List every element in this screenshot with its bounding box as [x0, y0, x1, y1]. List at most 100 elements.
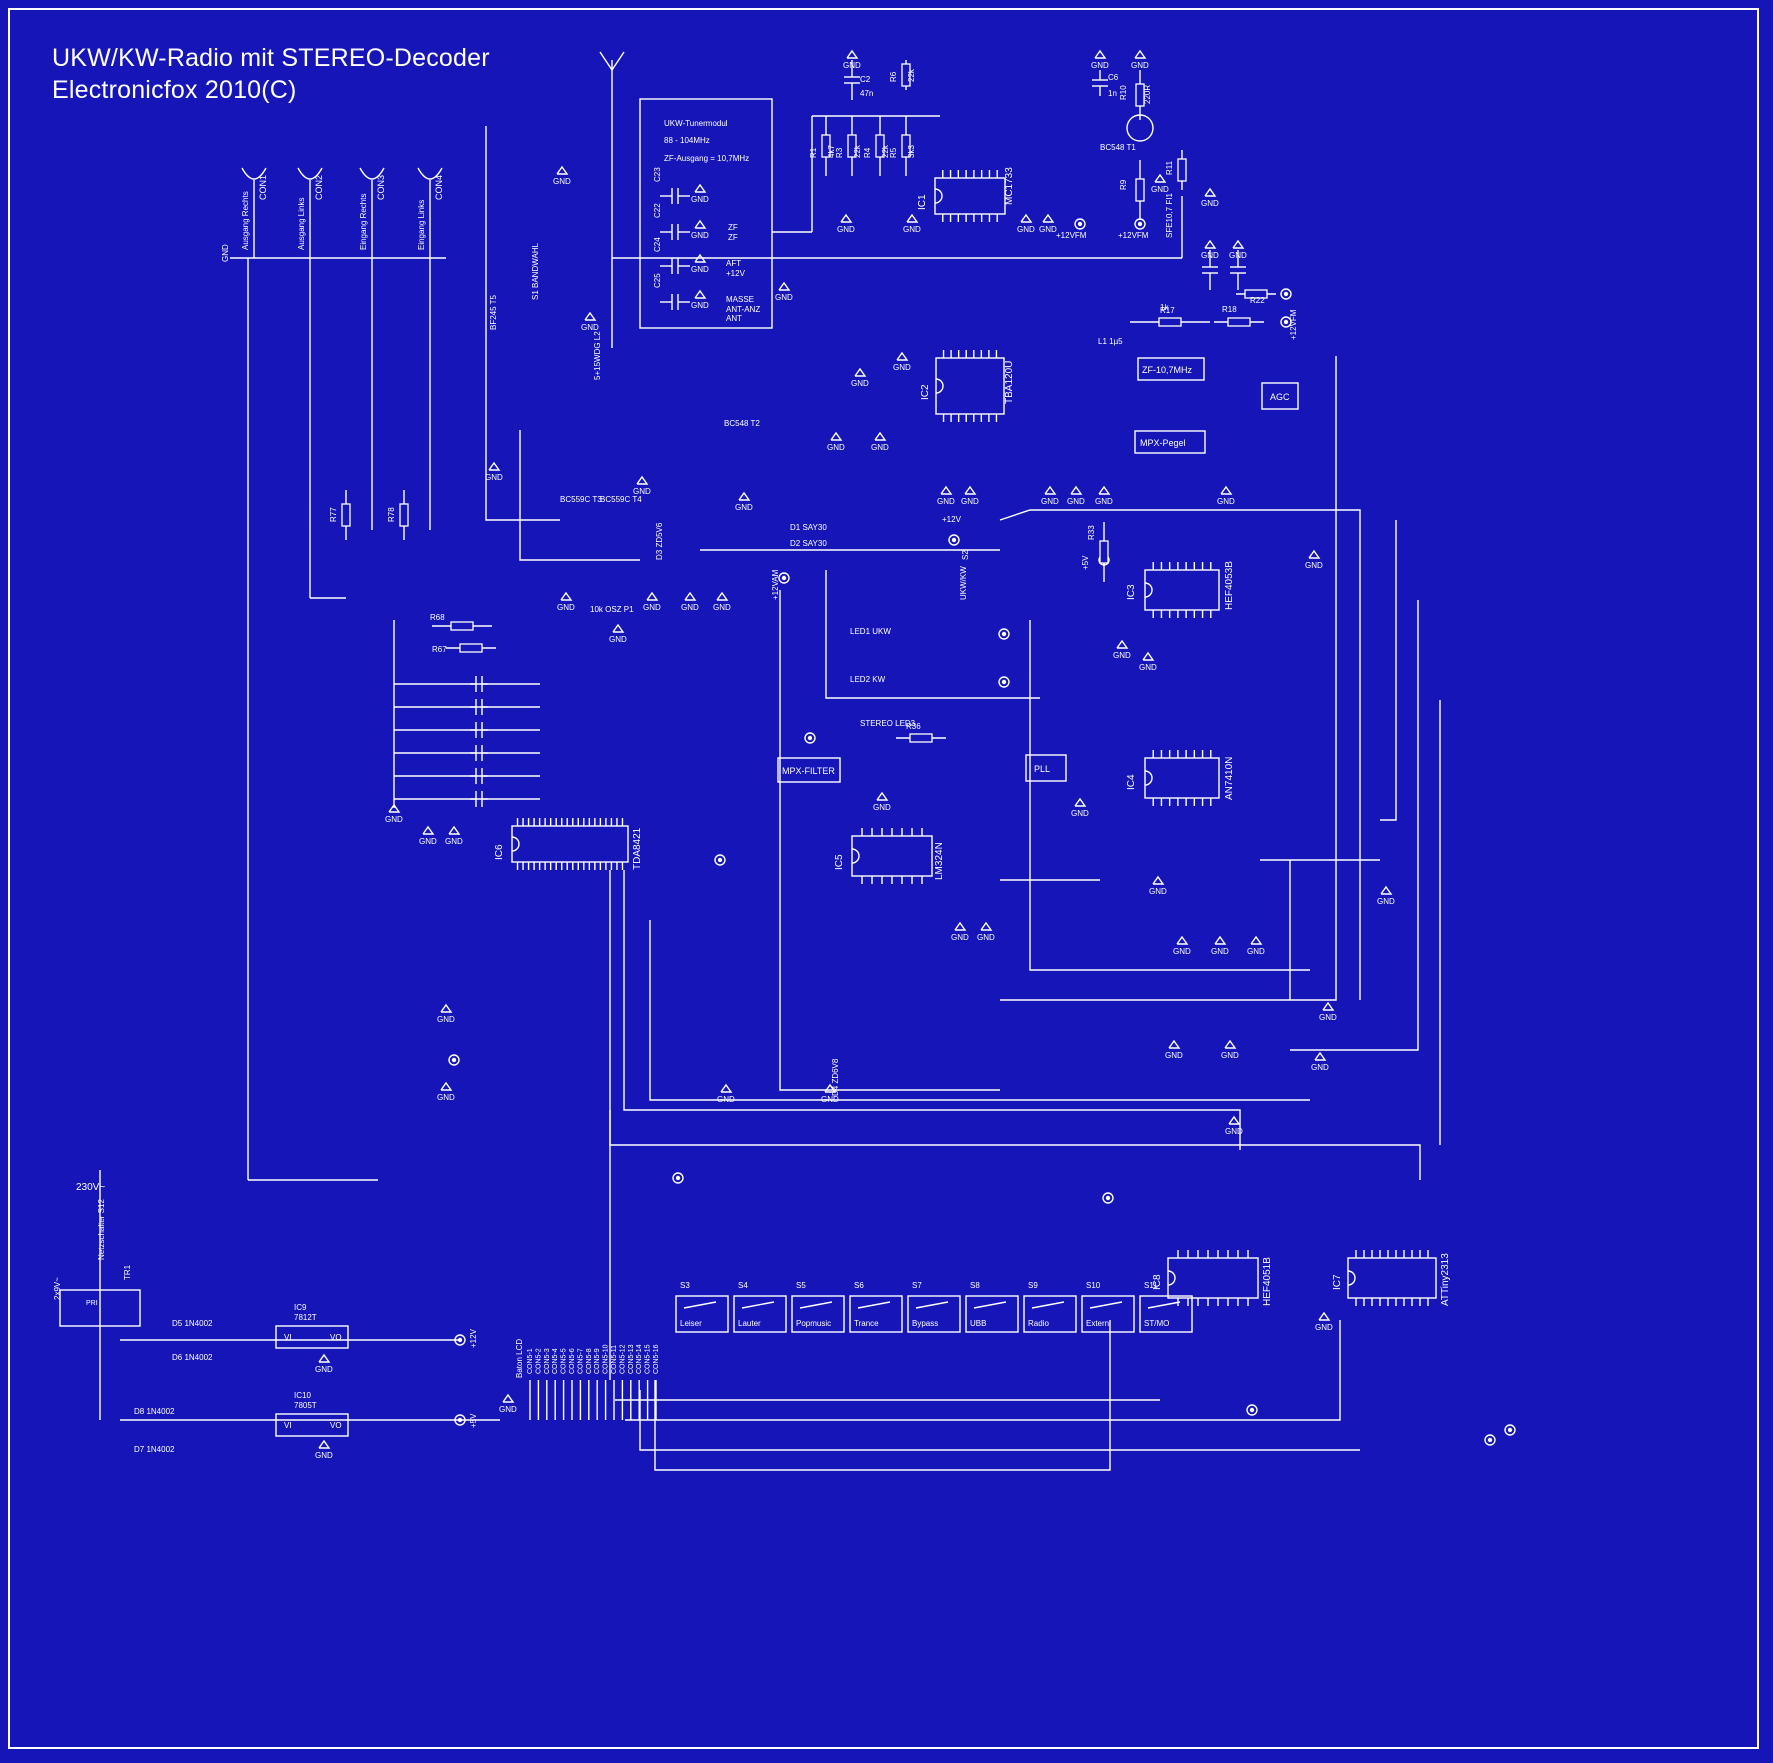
diode-label: D6 1N4002	[172, 1353, 213, 1362]
ground-label: GND	[419, 837, 437, 846]
switch-contact	[857, 1301, 891, 1309]
ic-notch	[1144, 582, 1153, 598]
ground-label: GND	[1221, 1051, 1239, 1060]
supply-label: +12VAM	[771, 569, 780, 600]
junction-dot	[451, 1057, 457, 1063]
button-label: Trance	[854, 1319, 879, 1328]
res-value: 1k	[1160, 303, 1169, 312]
switch-contact	[741, 1301, 775, 1309]
ground-label: GND	[1377, 897, 1395, 906]
cap-label: C24	[653, 237, 662, 252]
switch-contact	[1147, 1301, 1181, 1309]
ground-label: GND	[873, 803, 891, 812]
bus-wire	[623, 870, 1241, 1150]
tuner-pin: MASSE	[726, 295, 754, 304]
lcd-pin-label: CON5-2	[535, 1348, 542, 1374]
ground-symbol	[1134, 49, 1147, 59]
ground-symbol	[1204, 239, 1217, 249]
wire	[599, 51, 613, 71]
res-label: R4	[863, 147, 872, 158]
lcd-pin-label: CON5-8	[586, 1348, 593, 1374]
wire	[611, 51, 625, 71]
ground-label: GND	[485, 473, 503, 482]
button-frame	[1023, 1295, 1077, 1333]
ground-symbol	[684, 591, 697, 601]
ground-symbol	[1314, 1051, 1327, 1061]
inductor-label: L1 1µ5	[1098, 337, 1123, 346]
ic-notch	[935, 378, 944, 394]
button-frame	[907, 1295, 961, 1333]
ic-label: TDA8421	[632, 827, 643, 870]
supply-12v	[714, 854, 726, 866]
regulator-ic10	[275, 1413, 349, 1437]
ic-notch	[934, 188, 943, 204]
ground-label: GND	[893, 363, 911, 372]
lcd-pin-label: CON5-3	[544, 1348, 551, 1374]
ground-symbol	[1224, 1039, 1237, 1049]
ground-label: GND	[775, 293, 793, 302]
tuner-pin: ANT-ANZ	[726, 305, 760, 314]
ic-ref: IC6	[494, 844, 505, 860]
supply-label: +12VFM	[1289, 309, 1298, 340]
junction-dot	[781, 575, 787, 581]
supply-12vam	[778, 572, 790, 584]
ground-label: GND	[633, 487, 651, 496]
lcd-pin-label: CON5-12	[619, 1344, 626, 1374]
ground-symbol	[1204, 187, 1217, 197]
ground-label: GND	[221, 244, 230, 262]
ground-label: GND	[827, 443, 845, 452]
schematic-frame	[8, 8, 1759, 1749]
connector-label: Ausgang Links	[297, 198, 306, 250]
supply-label: +12V	[469, 1328, 478, 1348]
supply-label: +12VFM	[1118, 231, 1149, 240]
mpx-filter-label: MPX-FILTER	[782, 766, 835, 776]
resistor	[821, 134, 831, 158]
ground-symbol	[422, 825, 435, 835]
lcd-pin-label: CON5-6	[569, 1348, 576, 1374]
ground-symbol	[1074, 797, 1087, 807]
ground-symbol	[980, 921, 993, 931]
ground-symbol	[830, 431, 843, 441]
ground-label: GND	[437, 1093, 455, 1102]
res-label: R1	[809, 147, 818, 158]
switch-label: Netzschalter S12	[97, 1199, 106, 1260]
connector-label: Eingang Rechts	[359, 194, 368, 250]
supply-12vfm	[998, 628, 1010, 640]
ground-symbol	[636, 475, 649, 485]
ground-label: GND	[643, 603, 661, 612]
ground-label: GND	[1039, 225, 1057, 234]
ground-symbol	[502, 1393, 515, 1403]
ic-label: ATTiny2313	[1440, 1253, 1451, 1306]
ground-label: GND	[961, 497, 979, 506]
ground-label: GND	[713, 603, 731, 612]
mpx-filter-box	[777, 757, 841, 783]
resistor	[1135, 178, 1145, 202]
lcd-pin-label: CON5-7	[577, 1348, 584, 1374]
transformer-label: 2x9V~	[53, 1277, 62, 1300]
ground-label: GND	[385, 815, 403, 824]
bus-wire	[1290, 600, 1419, 1051]
pot-label: 10k OSZ P1	[590, 605, 634, 614]
ground-symbol	[1070, 485, 1083, 495]
supply-12vfm	[1074, 218, 1086, 230]
diode-label: D4 ZD6V8	[831, 1058, 840, 1096]
filter-label: SFE10,7 FI1	[1165, 193, 1174, 238]
ground-symbol	[448, 825, 461, 835]
bus-wire	[1029, 620, 1310, 971]
res-value: 220R	[1143, 85, 1152, 104]
reg-pin: VI	[284, 1421, 292, 1430]
inductor-label: 5+15WDG L2	[593, 331, 602, 380]
schematic-subtitle: Electronicfox 2010(C)	[52, 76, 297, 104]
ground-symbol	[584, 311, 597, 321]
lcd-pin-label: CON5-11	[611, 1345, 618, 1374]
ground-symbol	[1168, 1039, 1181, 1049]
ic-ref: IC5	[834, 854, 845, 870]
mains-label: 230V~	[76, 1182, 105, 1193]
resistor	[1135, 83, 1145, 107]
lcd-pin-label: CON5-5	[561, 1348, 568, 1374]
ground-label: GND	[1211, 947, 1229, 956]
ground-label: GND	[1225, 1127, 1243, 1136]
ground-label: GND	[1229, 251, 1247, 260]
switch-contact	[1031, 1301, 1065, 1309]
ground-symbol	[646, 591, 659, 601]
